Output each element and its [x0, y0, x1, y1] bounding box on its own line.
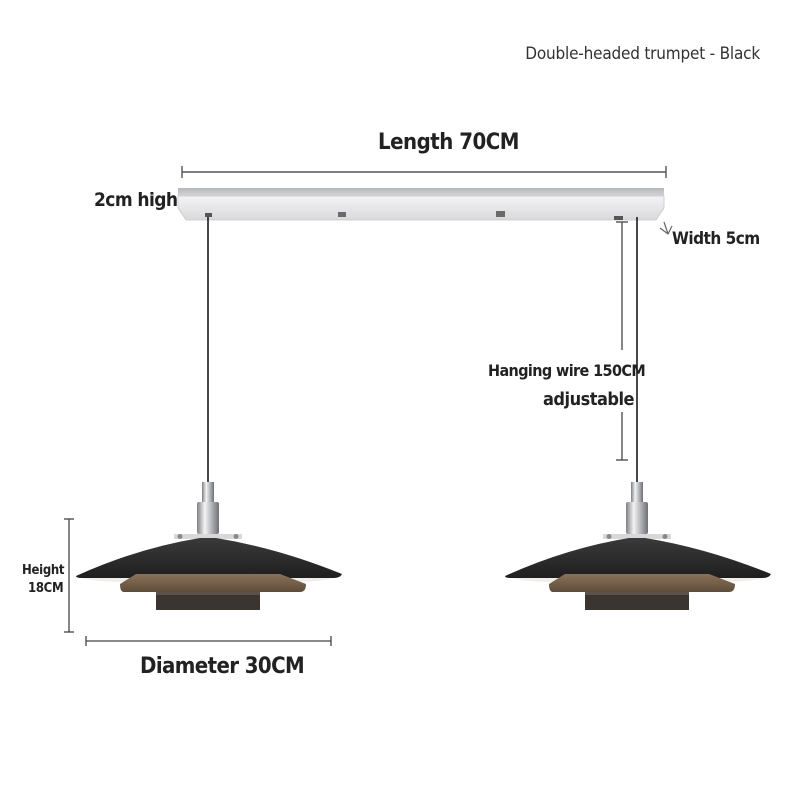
bar-height-label: 2cm high — [94, 189, 178, 211]
diameter-label: Diameter 30CM — [140, 654, 305, 679]
height-value: 18CM — [28, 580, 64, 596]
pendant-lamp-left — [76, 482, 342, 610]
height-label-text: Height — [22, 563, 65, 578]
diameter-dimension-line — [85, 636, 332, 646]
product-title: Double-headed trumpet - Black — [525, 44, 760, 64]
height-label: Height 18CM — [22, 562, 65, 597]
width-pointer — [659, 221, 673, 235]
height-dimension-line — [64, 518, 74, 633]
wire-length-label: Hanging wire 150CM — [488, 361, 646, 380]
ceiling-bar — [177, 188, 665, 221]
pendant-lamp-right — [505, 482, 771, 610]
wire-dimension-line — [616, 221, 628, 461]
width-label: Width 5cm — [672, 229, 760, 249]
wire-adjustable-label: adjustable — [543, 389, 635, 410]
length-dimension-line — [181, 166, 667, 178]
length-label: Length 70CM — [378, 130, 520, 155]
